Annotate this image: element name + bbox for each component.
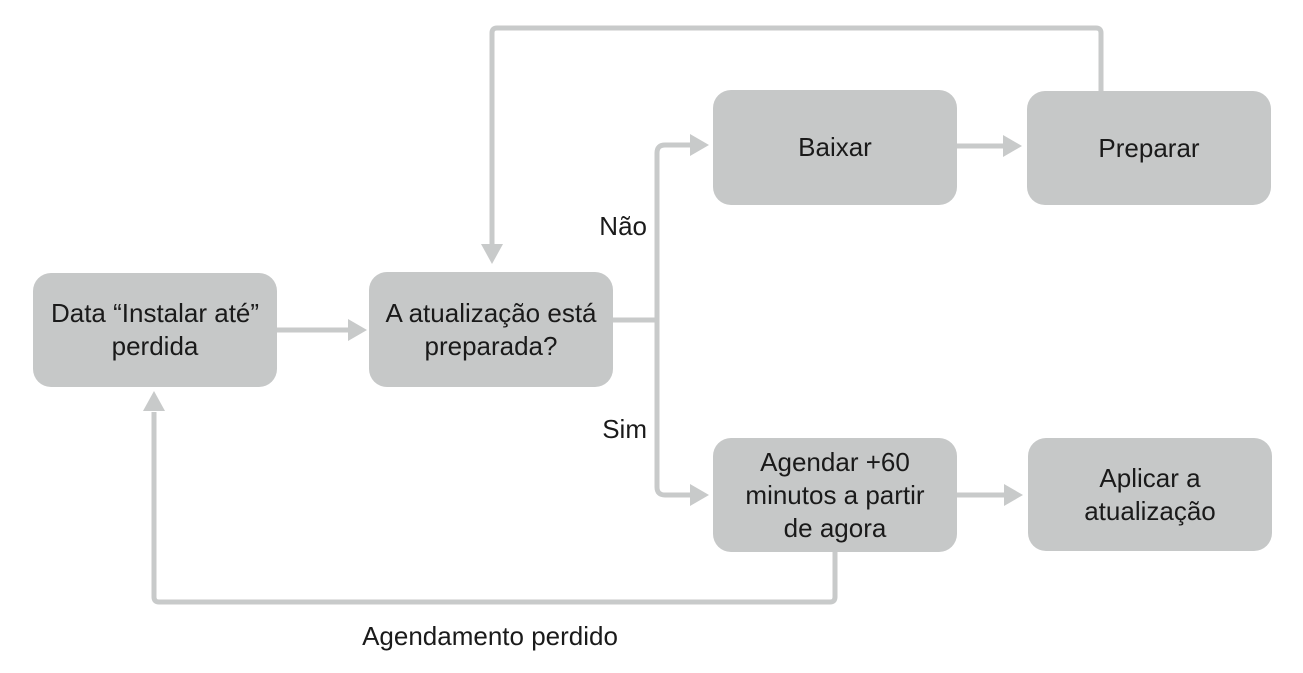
node-preparar: Preparar: [1027, 91, 1271, 205]
edge-label-sim: Sim: [602, 414, 647, 444]
edge-preparar-loop-to-preparada: [489, 25, 1104, 245]
edge-label-nao: Não: [599, 211, 647, 241]
node-label: Agendar +60 minutos a partir de agora: [745, 446, 925, 543]
node-label: Baixar: [798, 132, 872, 162]
edge-label-agendamento-perdido: Agendamento perdido: [362, 621, 618, 651]
arrowhead-to-agendar: [690, 484, 709, 506]
edge-branch-nao: [654, 142, 691, 320]
arrowhead-to-baixar: [690, 134, 709, 156]
arrowhead-loop-into-preparada: [481, 244, 503, 264]
arrowhead-loop-into-data-perdida: [143, 391, 165, 411]
edge-branch-sim: [654, 320, 691, 498]
node-label: Aplicar a atualização: [1084, 462, 1216, 526]
node-data-instalar-ate-perdida: Data “Instalar até” perdida: [33, 273, 277, 387]
node-baixar: Baixar: [713, 90, 957, 205]
node-label: A atualização está preparada?: [385, 297, 597, 361]
node-atualizacao-esta-preparada: A atualização está preparada?: [369, 272, 613, 387]
node-label: Data “Instalar até” perdida: [50, 298, 260, 361]
arrowhead-to-preparar: [1003, 135, 1022, 157]
arrowhead-to-preparada: [348, 319, 367, 341]
edge-agendamento-perdido-loop: [151, 412, 838, 605]
node-label: Preparar: [1098, 132, 1200, 163]
node-aplicar-atualizacao: Aplicar a atualização: [1028, 438, 1272, 551]
node-agendar-mais-60-minutos: Agendar +60 minutos a partir de agora: [713, 438, 957, 552]
arrowhead-to-aplicar: [1004, 484, 1023, 506]
